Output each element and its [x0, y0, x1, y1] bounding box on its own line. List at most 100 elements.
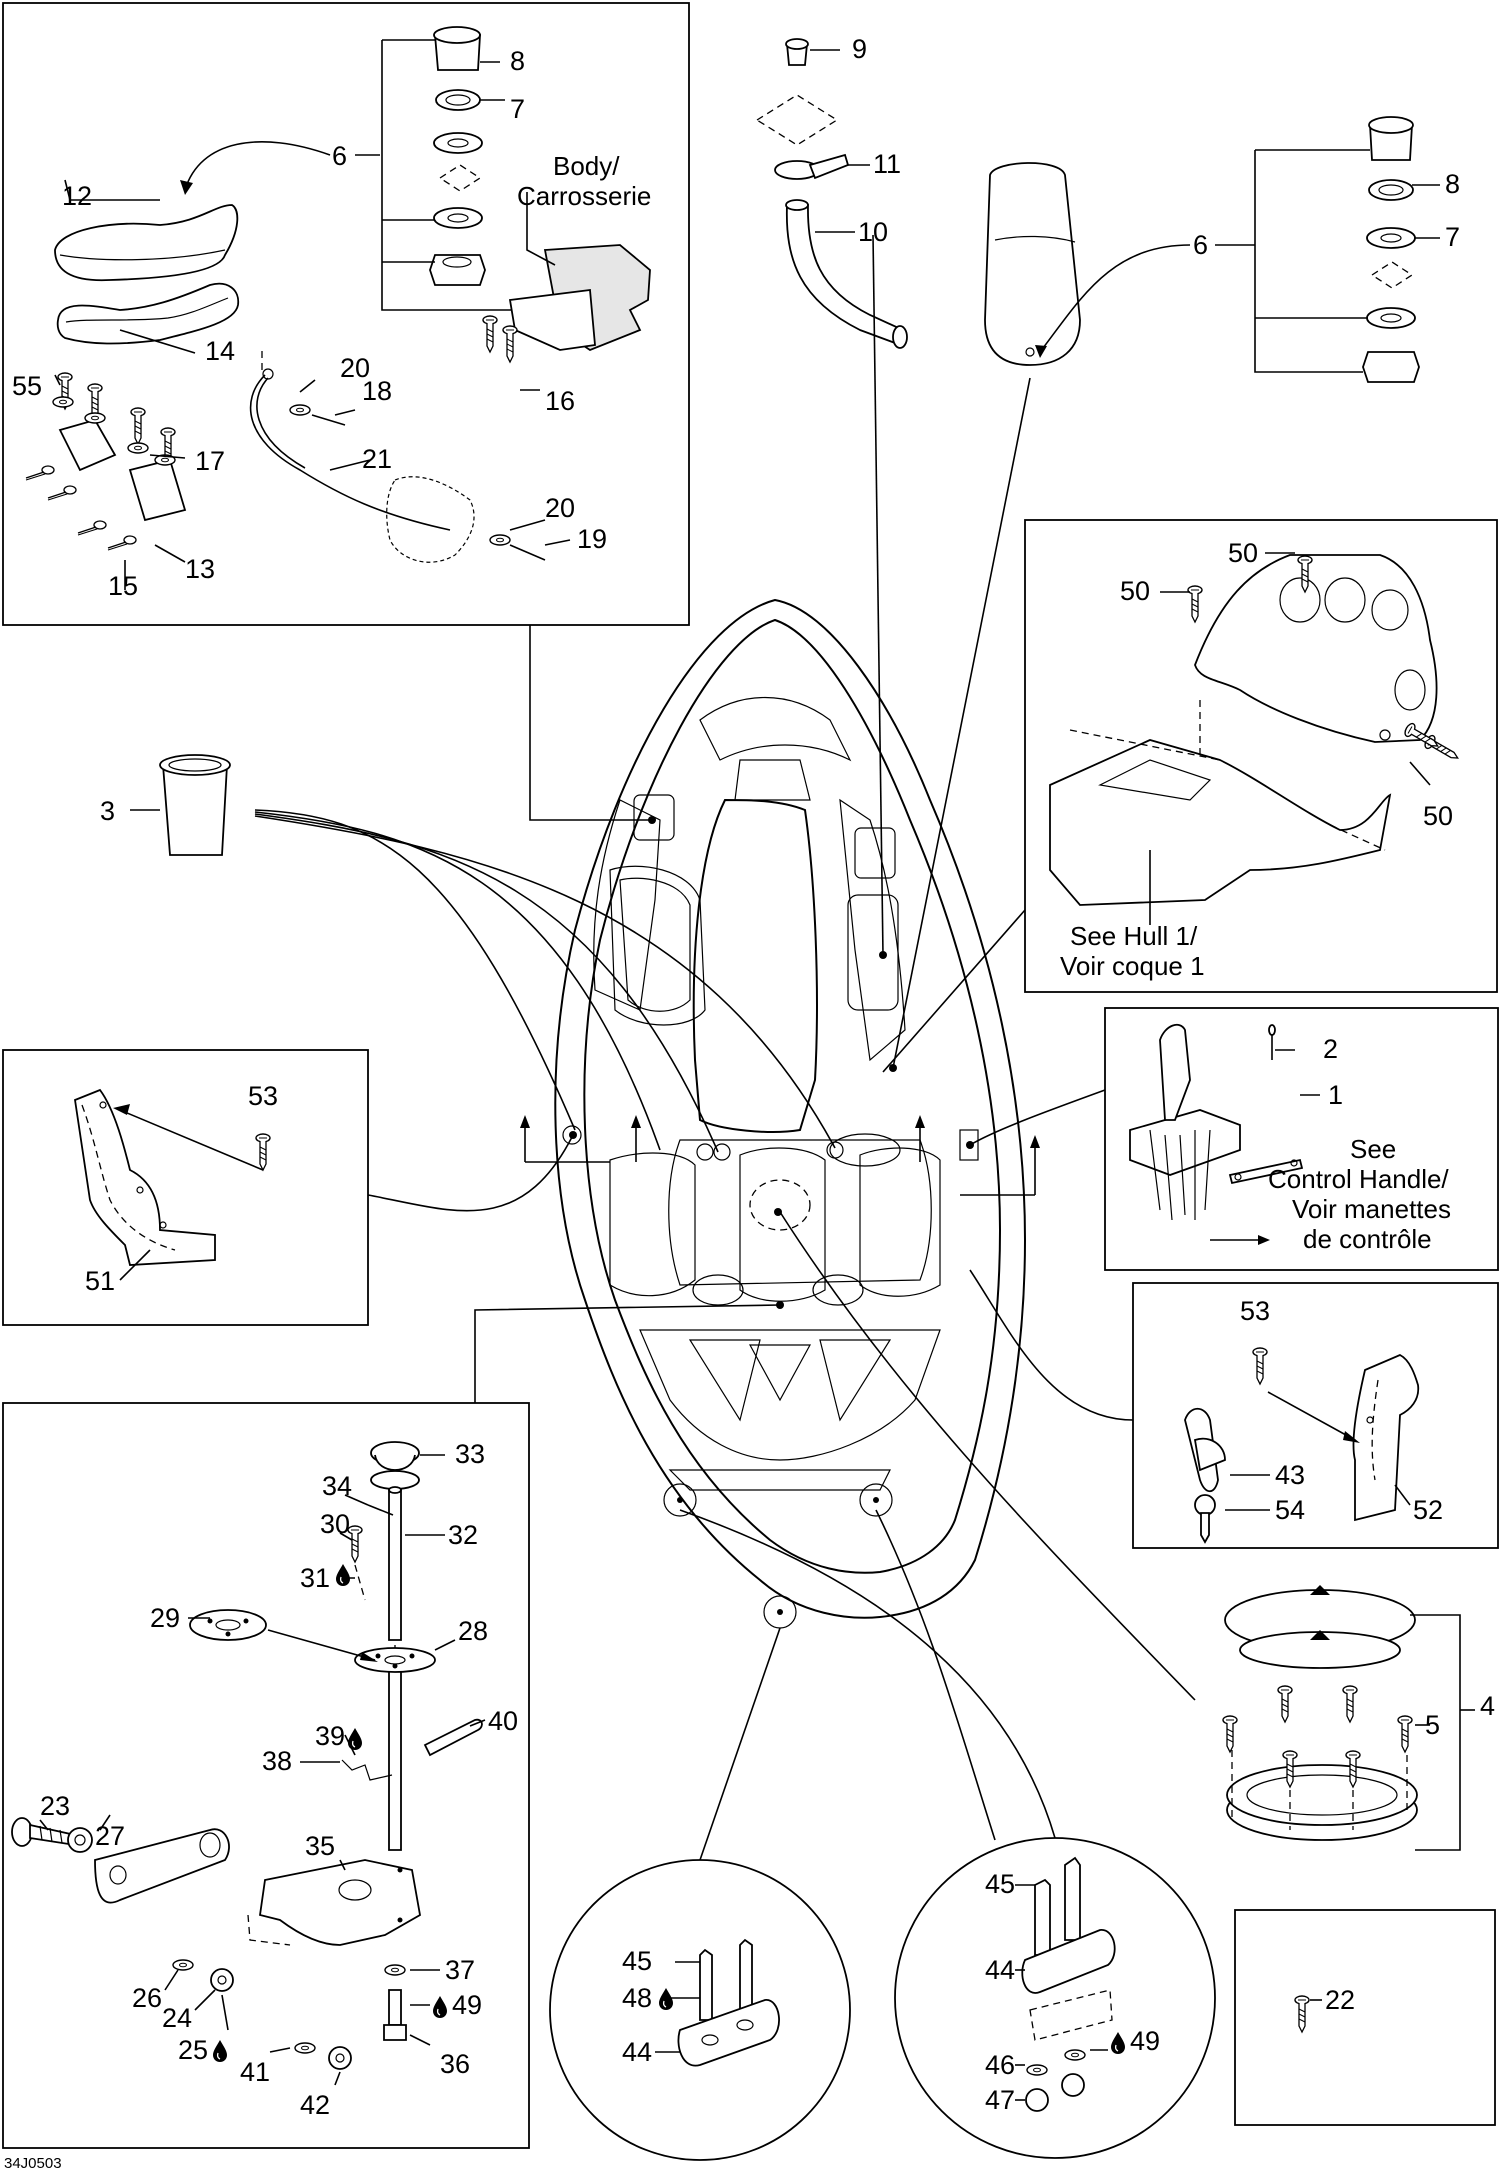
bracket-52 [1184, 1347, 1420, 1544]
note-body-1: Body/ [553, 151, 620, 181]
callout-8: 8 [510, 46, 525, 76]
callout-19: 19 [577, 524, 607, 554]
vent-cap [785, 38, 809, 66]
steering-detail-box [2, 1402, 530, 2149]
note-ctrl-1: See [1350, 1134, 1396, 1164]
watercraft-hull [520, 598, 1040, 1629]
storage-bin-upper [1194, 554, 1438, 743]
callout-7b: 7 [1445, 222, 1460, 252]
callout-49b: 49 [1130, 2026, 1160, 2056]
callout-54: 54 [1275, 1495, 1305, 1525]
callout-labels: 8 7 6 12 14 55 17 13 15 20 18 21 20 19 1… [4, 34, 1495, 2172]
diagram-id: 34J0503 [4, 2155, 62, 2172]
callout-5: 5 [1425, 1710, 1440, 1740]
callout-46: 46 [985, 2050, 1015, 2080]
callout-50a: 50 [1228, 538, 1258, 568]
body-bracket [482, 244, 651, 363]
circle-right-parts [1021, 1856, 1116, 2112]
callout-20b: 20 [545, 493, 575, 523]
callout-2: 2 [1323, 1034, 1338, 1064]
callout-49a: 49 [452, 1990, 482, 2020]
drop-icon [347, 1727, 363, 1751]
callout-34: 34 [322, 1471, 352, 1501]
drop-icon [432, 1995, 448, 2019]
callout-32: 32 [448, 1520, 478, 1550]
callout-29: 29 [150, 1603, 180, 1633]
callout-25: 25 [178, 2035, 208, 2065]
storage-bin-lower [1049, 700, 1392, 906]
callout-30: 30 [320, 1509, 350, 1539]
callout-8b: 8 [1445, 169, 1460, 199]
callout-23: 23 [40, 1791, 70, 1821]
callout-3: 3 [100, 796, 115, 826]
hose-clamp [774, 153, 850, 180]
callout-24: 24 [162, 2003, 192, 2033]
note-body-2: Carrosserie [517, 181, 651, 211]
note-ctrl-3: Voir manettes [1292, 1194, 1451, 1224]
circle-left-parts [677, 1938, 780, 2067]
callout-44a: 44 [622, 2037, 652, 2067]
shaft-flange [354, 1647, 436, 1673]
callout-35: 35 [305, 1831, 335, 1861]
callout-27: 27 [95, 1821, 125, 1851]
shaft-pin [367, 1504, 394, 1516]
callout-39: 39 [315, 1721, 345, 1751]
callout-28: 28 [458, 1616, 488, 1646]
steering-screws [347, 1525, 366, 1601]
callout-45b: 45 [985, 1869, 1015, 1899]
right-bracket-box [1132, 1282, 1499, 1549]
callout-52: 52 [1413, 1495, 1443, 1525]
callout-6b: 6 [1193, 230, 1208, 260]
callout-50c: 50 [1423, 801, 1453, 831]
seat-detail-box [2, 2, 690, 626]
callout-17: 17 [195, 446, 225, 476]
callout-51: 51 [85, 1266, 115, 1296]
seat-strap [56, 282, 240, 345]
mounting-bracket [94, 1828, 230, 1904]
callout-44b: 44 [985, 1955, 1015, 1985]
right-circle-detail [894, 1837, 1216, 2159]
callout-45a: 45 [622, 1946, 652, 1976]
vent-gasket [755, 94, 839, 146]
control-handle [1129, 1023, 1304, 1245]
screw-22 [1294, 1995, 1310, 2033]
callout-11: 11 [873, 149, 901, 179]
callout-6: 6 [332, 141, 347, 171]
mount-hardware [11, 1817, 407, 2070]
callout-42: 42 [300, 2090, 330, 2120]
mounting-plate [258, 1859, 421, 1946]
callout-1: 1 [1328, 1080, 1343, 1110]
callout-50b: 50 [1120, 576, 1150, 606]
callout-7: 7 [510, 94, 525, 124]
storage-bin-box [1024, 519, 1498, 993]
note-hull-2: Voir coque 1 [1060, 951, 1205, 981]
callout-9: 9 [852, 34, 867, 64]
seat-hinge-brackets [25, 372, 187, 551]
retaining-clip [341, 1718, 483, 1781]
steering-shaft [388, 1486, 402, 1851]
callout-37: 37 [445, 1955, 475, 1985]
steering-knob [370, 1441, 420, 1490]
seat-cushion [54, 204, 239, 282]
callout-53a: 53 [248, 1081, 278, 1111]
callout-10: 10 [858, 217, 888, 247]
leader-lines [39, 49, 1475, 2101]
callout-18: 18 [362, 376, 392, 406]
storage-hatch-lid [984, 162, 1081, 366]
callout-36: 36 [440, 2049, 470, 2079]
screw-detail-box [1234, 1909, 1496, 2126]
callout-40: 40 [488, 1706, 518, 1736]
vent-hose [785, 199, 908, 349]
callout-14: 14 [205, 336, 235, 366]
callout-4: 4 [1480, 1691, 1495, 1721]
cup-holder [159, 754, 231, 856]
callout-15: 15 [108, 571, 138, 601]
note-hull-1: See Hull 1/ [1070, 921, 1198, 951]
callout-47: 47 [985, 2085, 1015, 2115]
drop-icon [1110, 2031, 1126, 2055]
callout-31: 31 [300, 1563, 330, 1593]
callout-33: 33 [455, 1439, 485, 1469]
latch-stack-left [381, 26, 560, 311]
flange-plate [189, 1609, 378, 1662]
